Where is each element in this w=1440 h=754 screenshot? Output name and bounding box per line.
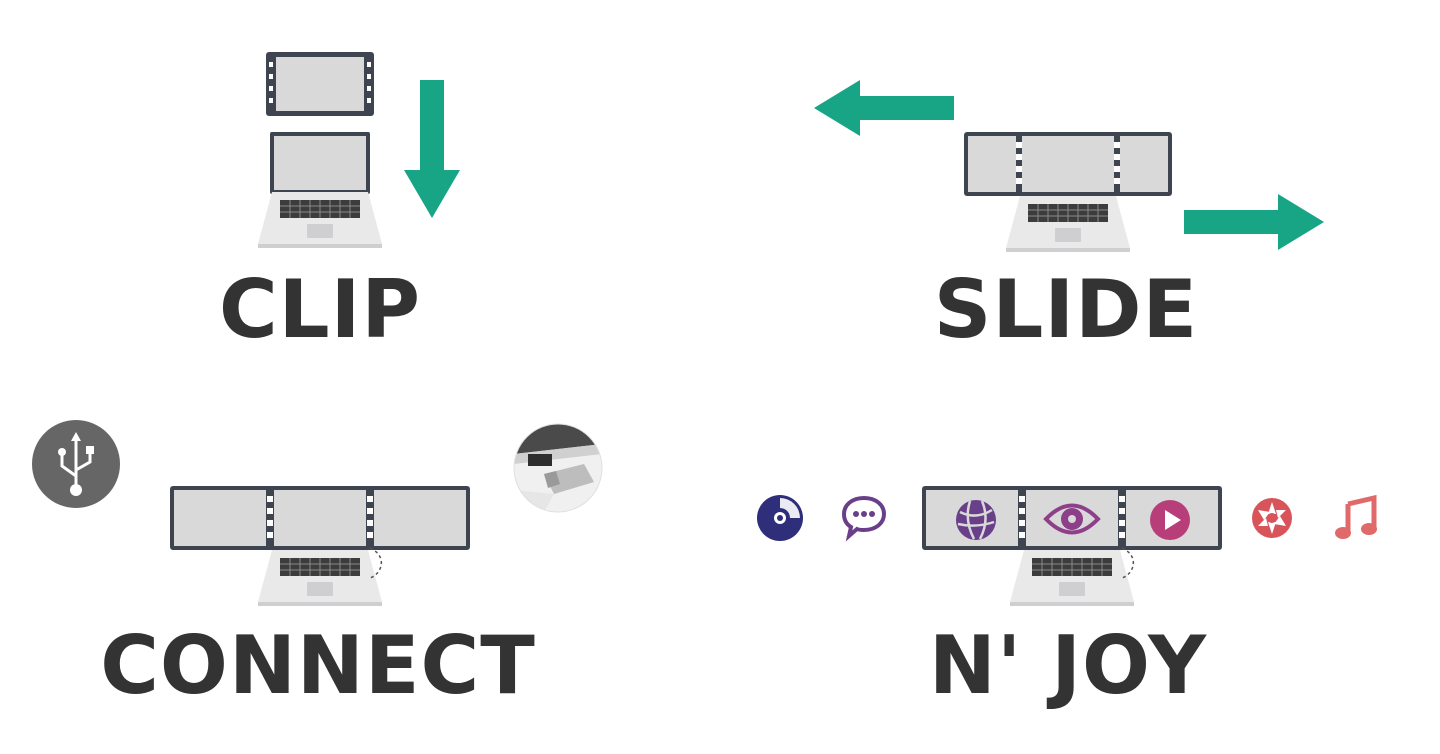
usb-icon — [32, 420, 120, 508]
clip-down-arrow-icon — [404, 80, 460, 218]
eye-icon — [1043, 503, 1101, 535]
clip-laptop — [257, 132, 383, 249]
clip-screen-panel — [266, 52, 374, 116]
connect-laptop-triple — [170, 486, 470, 607]
slide-laptop-triple — [964, 132, 1172, 253]
slide-left-arrow-icon — [814, 80, 954, 136]
slide-right-arrow-icon — [1184, 194, 1324, 250]
play-icon — [1150, 500, 1190, 540]
usb-port-icon — [513, 423, 603, 513]
globe-icon — [956, 500, 996, 540]
chat-icon — [841, 495, 887, 542]
camera-aperture-icon — [1252, 498, 1292, 538]
step-label-clip: CLIP — [218, 263, 422, 356]
step-label-enjoy: N' JOY — [928, 619, 1208, 712]
step-label-slide: SLIDE — [933, 263, 1199, 356]
music-note-icon — [1335, 494, 1377, 539]
step-label-connect: CONNECT — [100, 619, 536, 712]
disc-icon — [757, 495, 803, 541]
